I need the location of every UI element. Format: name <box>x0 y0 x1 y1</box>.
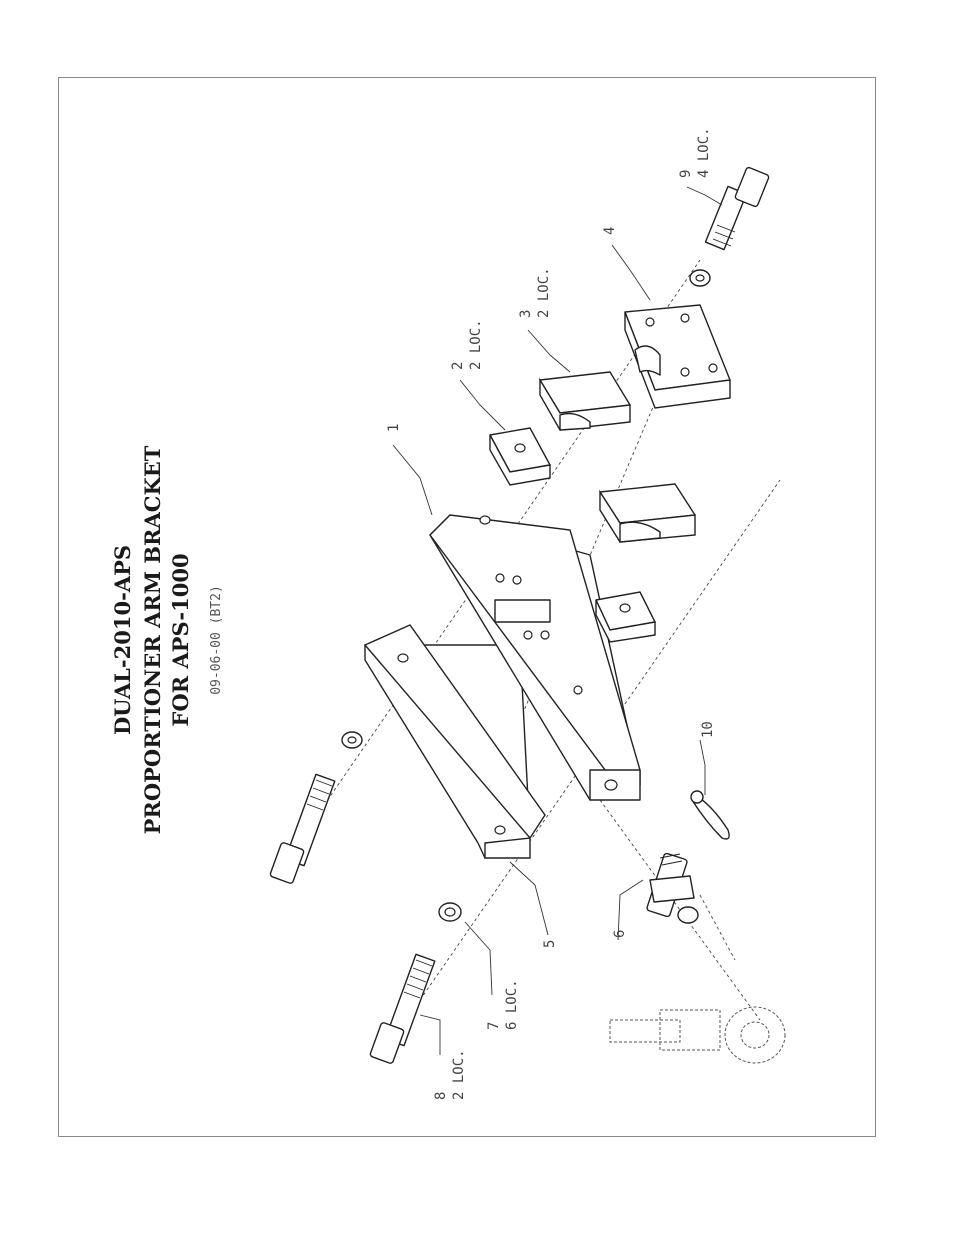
part-10-cotter-pin <box>690 790 730 840</box>
part-3-u-block-a <box>539 371 631 431</box>
callout-2: 2 2 LOC. <box>450 319 484 370</box>
callout-1: 1 <box>386 424 402 432</box>
drawing-frame <box>58 77 876 1137</box>
drawing-date: 09-06-00 (BT2) <box>209 585 224 695</box>
callout-5-number: 5 <box>542 940 558 948</box>
callout-2-number: 2 <box>450 362 466 370</box>
callout-1-number: 1 <box>386 424 402 432</box>
title-line-1: DUAL-2010-APS <box>110 545 135 735</box>
callout-3: 3 2 LOC. <box>518 267 552 318</box>
part-2-block-a <box>489 427 551 486</box>
callout-9-number: 9 <box>678 170 694 178</box>
title-line-3: FOR APS-1000 <box>168 553 193 726</box>
callout-2-qty: 2 LOC. <box>468 319 484 370</box>
callout-8-number: 8 <box>433 1092 449 1100</box>
callout-4: 4 <box>602 227 618 235</box>
callout-6: 6 <box>612 930 628 938</box>
callout-4-number: 4 <box>602 227 618 235</box>
callout-5: 5 <box>542 940 558 948</box>
callout-7-qty: 6 LOC. <box>504 979 520 1030</box>
callout-leaders <box>392 186 723 1055</box>
part-7-washer <box>438 902 462 922</box>
part-3-u-block-b <box>599 483 696 543</box>
rod-end-phantom <box>609 1006 786 1064</box>
callout-9: 9 4 LOC. <box>678 127 712 178</box>
part-9-socket-screw <box>689 166 770 287</box>
title-block: DUAL-2010-APS PROPORTIONER ARM BRACKET F… <box>110 445 224 834</box>
callout-8-qty: 2 LOC. <box>451 1049 467 1100</box>
callout-10: 10 <box>700 721 716 738</box>
callout-9-qty: 4 LOC. <box>696 127 712 178</box>
callout-10-number: 10 <box>700 721 716 738</box>
callout-8: 8 2 LOC. <box>433 1049 467 1100</box>
part-6-stud <box>646 852 699 924</box>
callout-7: 7 6 LOC. <box>486 979 520 1030</box>
callout-7-number: 7 <box>486 1022 502 1030</box>
callout-3-qty: 2 LOC. <box>536 267 552 318</box>
title-line-2: PROPORTIONER ARM BRACKET <box>140 445 165 834</box>
part-5-bar <box>363 624 546 859</box>
part-8-screw-lower <box>369 953 436 1064</box>
part-1-main-block <box>429 514 641 801</box>
callout-6-number: 6 <box>612 930 628 938</box>
part-2-block-b <box>595 591 656 643</box>
part-4-clamp-block <box>624 304 731 409</box>
callout-3-number: 3 <box>518 310 534 318</box>
part-8-screw-upper <box>269 731 363 884</box>
